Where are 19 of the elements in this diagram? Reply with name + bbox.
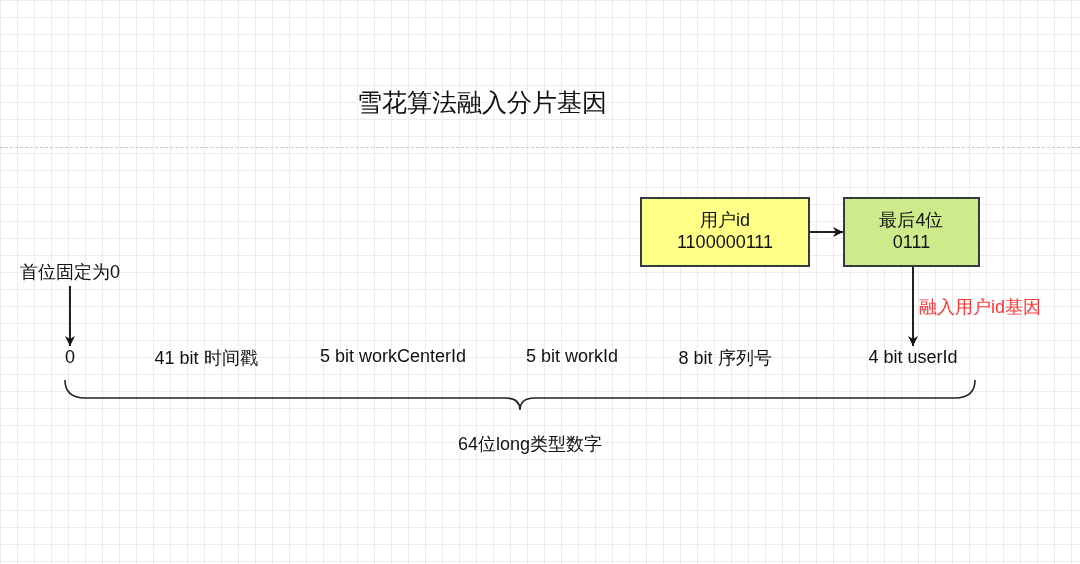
arrow [809,227,844,237]
box-heading: 用户id [700,210,750,232]
box-value: 1100000111 [676,232,774,254]
bit-field-label: 41 bit 时间戳 [154,347,258,370]
node-text: 首位固定为0 [20,262,120,284]
arrow [65,285,75,347]
arrow [908,266,918,347]
edge-label: 融入用户id基因 [919,295,1041,319]
bit-field-label: 5 bit workId [526,346,618,367]
bit-field-label: 8 bit 序列号 [678,347,772,370]
box-heading: 最后4位 [879,210,944,232]
node-text: 4 bit userId [868,347,958,369]
brace-caption: 64位long类型数字 [457,433,603,456]
process-box [640,197,810,267]
node-text: 0 [65,347,75,369]
bit-field-label: 5 bit workCenterId [319,346,467,367]
box-value: 0111 [892,232,931,254]
process-box [843,197,980,267]
diagram-title: 雪花算法融入分片基因 [356,87,608,118]
